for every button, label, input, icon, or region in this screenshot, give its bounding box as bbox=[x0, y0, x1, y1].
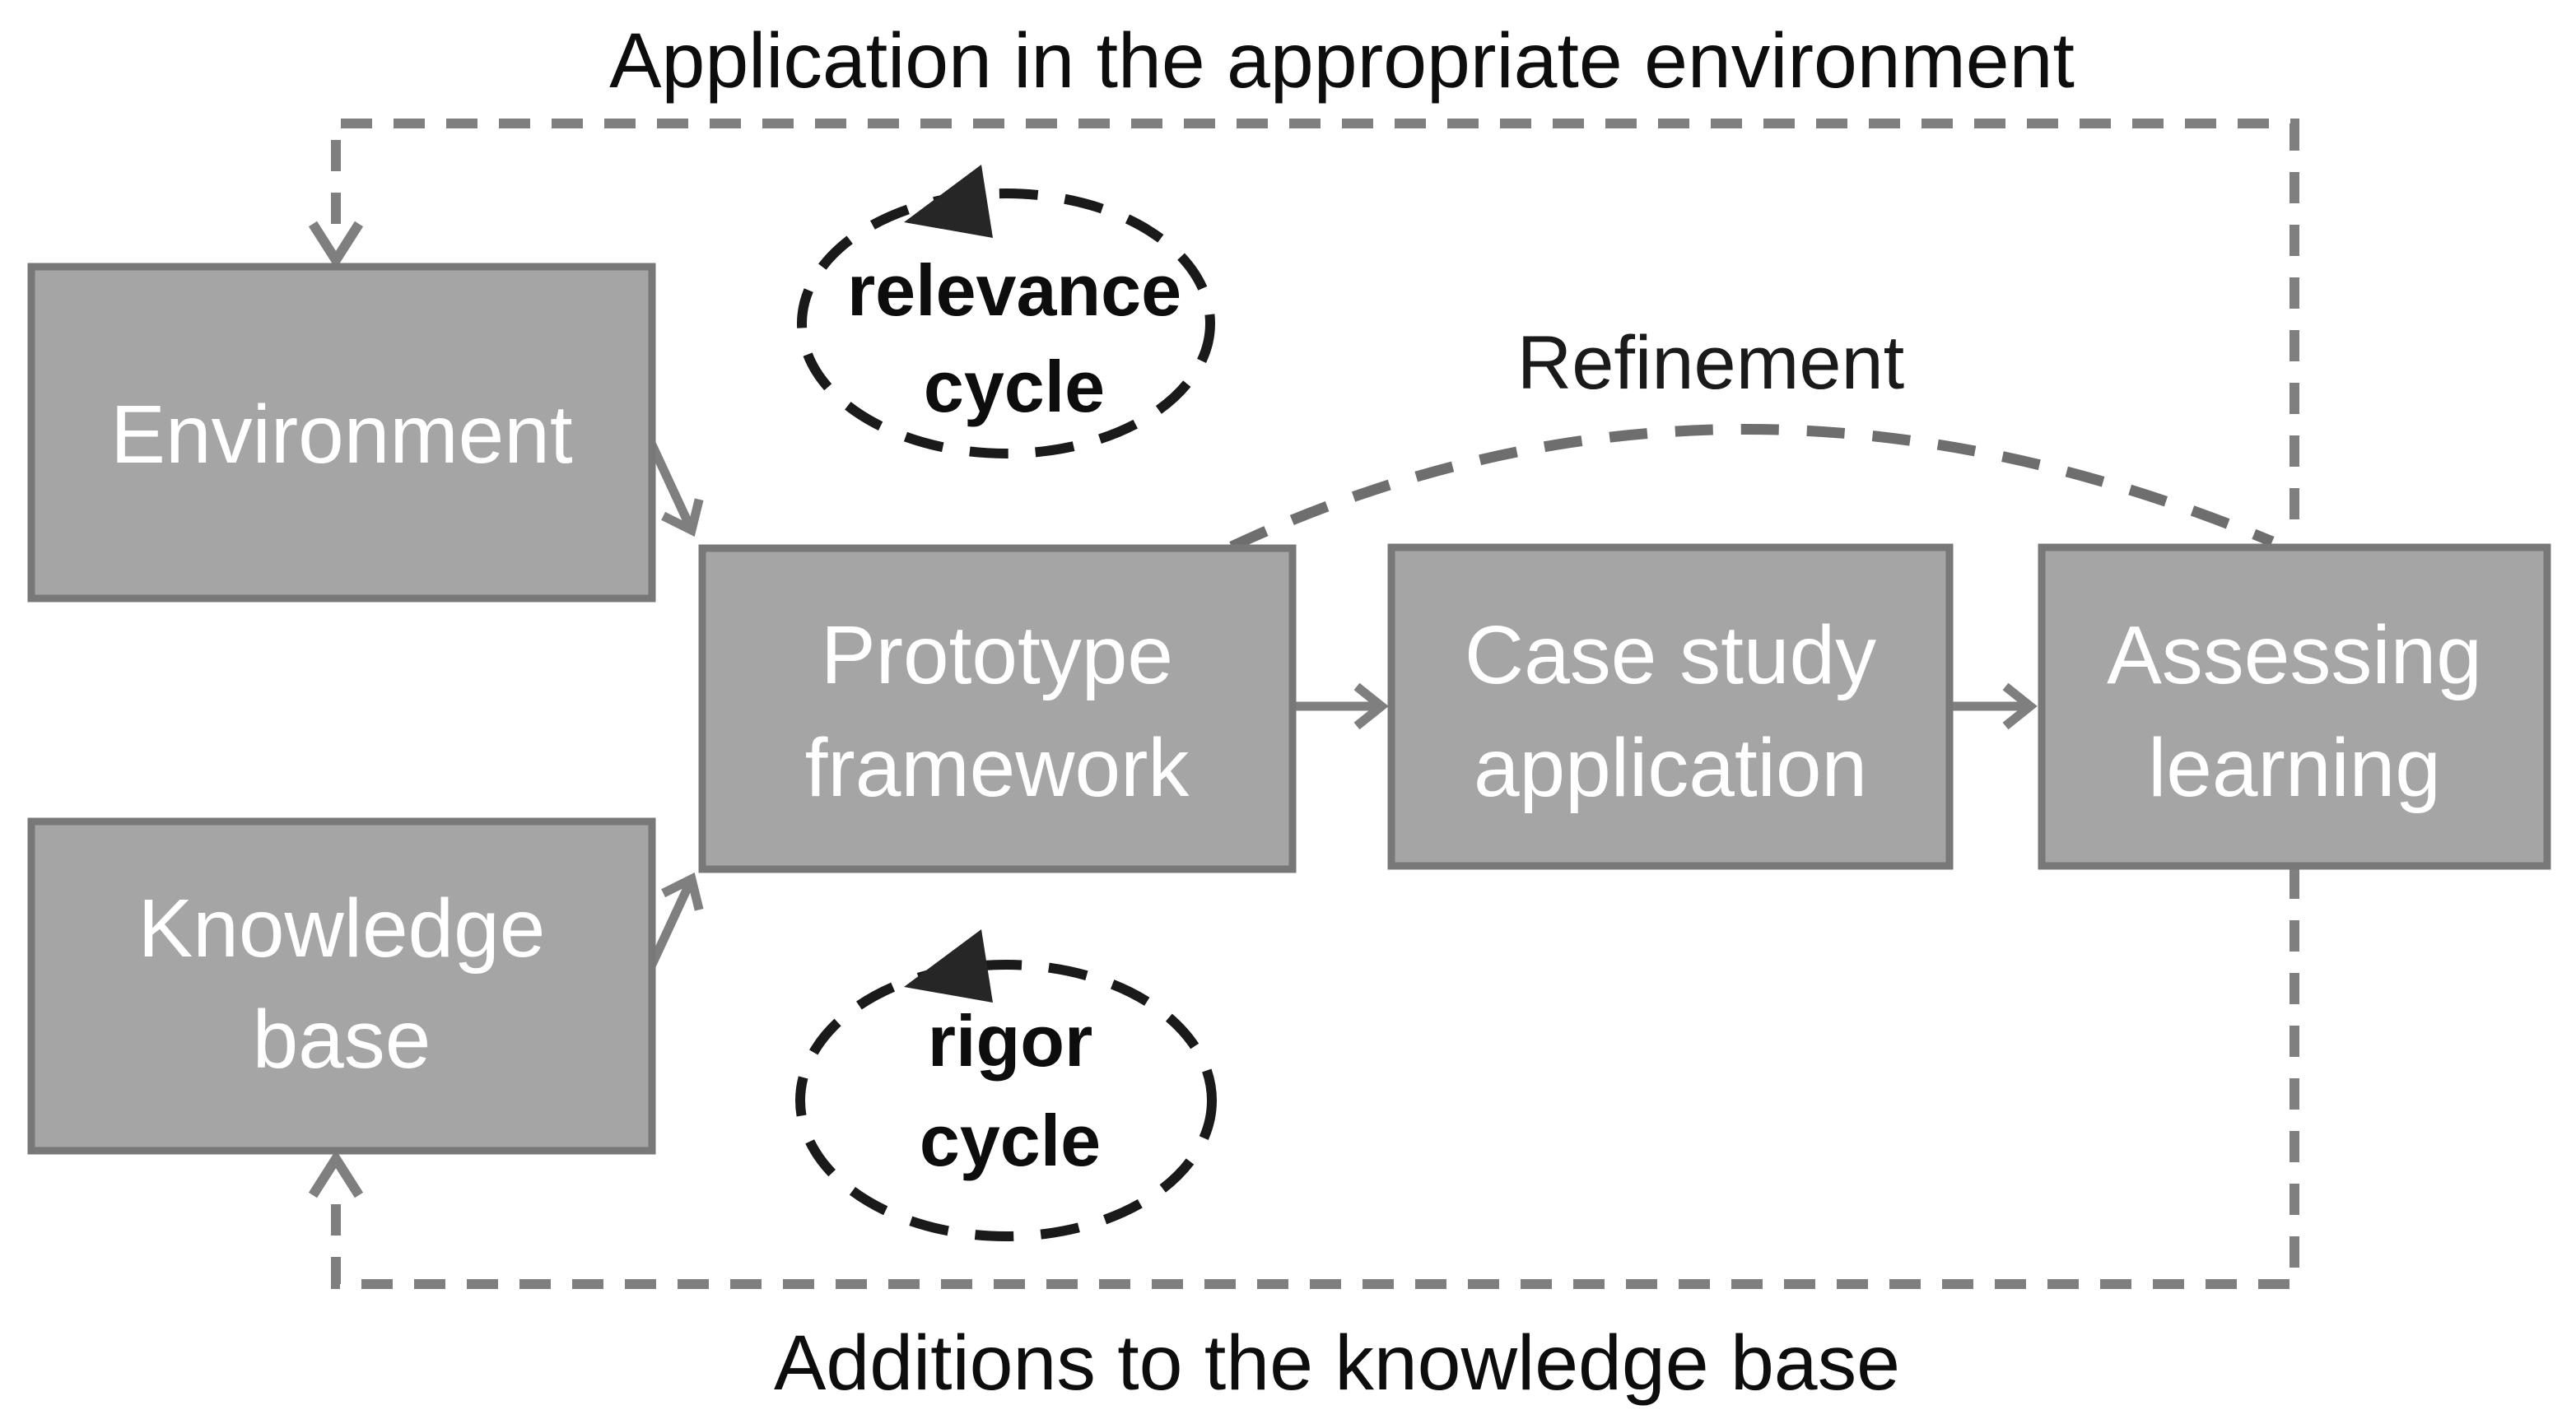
relevance-cycle-ellipse bbox=[797, 188, 1215, 458]
knowledge-base-box: Knowledge base bbox=[27, 817, 656, 1155]
prototype-framework-box-rect bbox=[698, 544, 1297, 873]
knowledge-base-box-rect bbox=[27, 817, 656, 1155]
relevance-cycle-label-line1: relevance bbox=[847, 249, 1181, 331]
additions-loop-label: Additions to the knowledge base bbox=[774, 1319, 1900, 1407]
assessing-learning-box-label-line2: learning bbox=[2148, 722, 2441, 814]
additions-loop-connector bbox=[331, 868, 2299, 1289]
case-study-application-box: Case study application bbox=[1387, 543, 1954, 870]
arrowhead-into-knowledge-base-icon bbox=[308, 1149, 364, 1198]
arrow-environment-to-prototype bbox=[646, 439, 704, 537]
environment-box-label: Environment bbox=[110, 389, 573, 481]
rigor-cycle-label-line2: cycle bbox=[920, 1100, 1101, 1181]
relevance-cycle-label-line2: cycle bbox=[924, 346, 1105, 427]
relevance-cycle: relevance cycle bbox=[797, 165, 1215, 458]
rigor-cycle: rigor cycle bbox=[795, 929, 1217, 1241]
case-study-application-box-label-line1: Case study bbox=[1465, 609, 1876, 701]
prototype-framework-box-label-line1: Prototype bbox=[821, 609, 1173, 701]
assessing-learning-box: Assessing learning bbox=[2038, 543, 2551, 870]
arrow-knowledge-base-to-prototype bbox=[646, 873, 704, 970]
rigor-cycle-arrowhead-icon bbox=[904, 929, 993, 1003]
case-study-application-box-rect bbox=[1387, 543, 1954, 870]
application-loop-label: Application in the appropriate environme… bbox=[609, 17, 2075, 105]
knowledge-base-box-label-line1: Knowledge bbox=[138, 882, 546, 975]
case-study-application-box-label-line2: application bbox=[1474, 722, 1867, 814]
knowledge-base-box-label-line2: base bbox=[253, 994, 431, 1086]
assessing-learning-box-label-line1: Assessing bbox=[2107, 609, 2482, 701]
relevance-cycle-arrowhead-icon bbox=[904, 165, 993, 238]
prototype-framework-box: Prototype framework bbox=[698, 544, 1297, 873]
refinement-arc-label: Refinement bbox=[1517, 321, 1904, 405]
rigor-cycle-ellipse bbox=[795, 960, 1217, 1241]
prototype-framework-box-label-line2: framework bbox=[805, 722, 1190, 814]
environment-box-rect bbox=[27, 263, 656, 603]
environment-box: Environment bbox=[27, 263, 656, 603]
assessing-learning-box-rect bbox=[2038, 543, 2551, 870]
rigor-cycle-label-line1: rigor bbox=[928, 1000, 1092, 1082]
refinement-arc-connector bbox=[1229, 424, 2275, 551]
application-loop-connector bbox=[331, 119, 2299, 541]
arrowhead-into-environment-icon bbox=[308, 221, 364, 270]
